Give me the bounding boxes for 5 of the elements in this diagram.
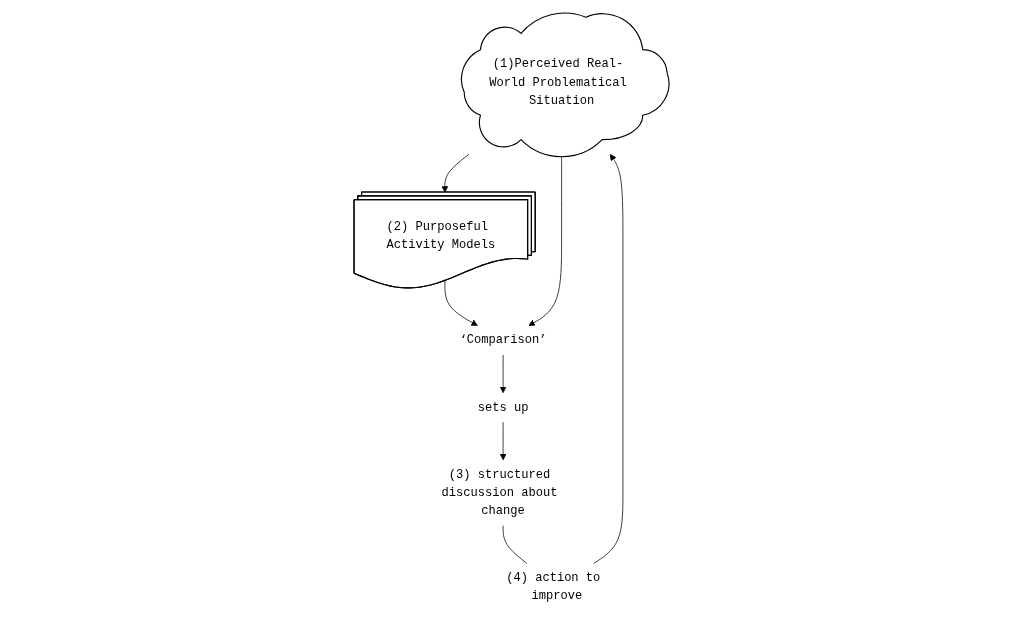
node-text: sets up [477, 400, 529, 415]
node-text: ‘Comparison’ [459, 333, 547, 348]
node-text: (4) action to improve [506, 571, 601, 604]
connector [502, 525, 528, 564]
node-text: (3) structured discussion about change [441, 467, 558, 518]
